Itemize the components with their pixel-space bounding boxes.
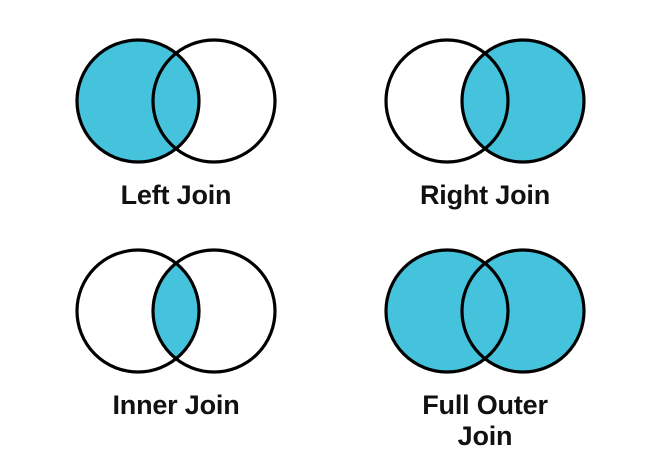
inner-join-fill-intersection <box>153 250 199 372</box>
right-join-venn <box>384 38 586 164</box>
left-join-venn <box>75 38 277 164</box>
right-join-outline-right-circle <box>460 38 586 164</box>
right-join-label: Right Join <box>420 180 550 210</box>
left-join-fill-left-circle <box>77 40 199 162</box>
diagram-right-join: Right Join <box>371 34 599 211</box>
full-outer-join-outline-left-circle <box>384 248 510 374</box>
left-join-outline-left-circle <box>75 38 201 164</box>
full-outer-join-outline-right-circle <box>460 248 586 374</box>
inner-join-outline-right-circle <box>151 248 277 374</box>
inner-join-label: Inner Join <box>112 390 240 420</box>
left-join-label: Left Join <box>120 180 232 210</box>
inner-join-outline-left-circle <box>75 248 201 374</box>
full-outer-join-label: Full Outer Join <box>422 390 548 451</box>
diagram-full-outer-join: Full Outer Join <box>371 244 599 452</box>
left-join-outline-right-circle <box>151 38 277 164</box>
right-join-outline-left-circle <box>384 38 510 164</box>
diagram-inner-join: Inner Join <box>62 244 290 421</box>
inner-join-venn <box>75 248 277 374</box>
right-join-fill-right-circle <box>462 40 584 162</box>
full-outer-join-fill-right-circle <box>462 250 584 372</box>
diagram-left-join: Left Join <box>62 34 290 211</box>
full-outer-join-venn <box>384 248 586 374</box>
